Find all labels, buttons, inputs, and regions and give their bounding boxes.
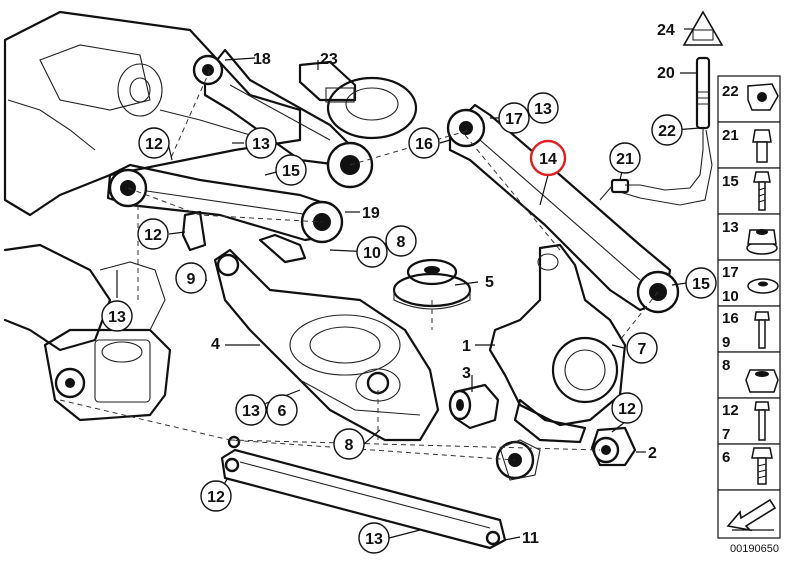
callout-12-d: 12 [200, 480, 232, 512]
callout-20: 20 [657, 65, 675, 82]
callout-5: 5 [485, 274, 494, 291]
hex-bolt-icon [752, 129, 772, 163]
spring-mount-5 [392, 258, 472, 310]
callout-4: 4 [211, 336, 220, 353]
callout-8-a: 8 [385, 225, 417, 257]
callout-2: 2 [648, 445, 657, 462]
svg-text:21: 21 [616, 151, 634, 168]
svg-text:12: 12 [207, 489, 225, 506]
callout-3: 3 [462, 365, 471, 382]
callout-13-a: 13 [245, 127, 277, 159]
legend-label-17: 17 [722, 264, 739, 281]
rubber-mount-lower [495, 439, 541, 481]
svg-text:12: 12 [144, 227, 162, 244]
legend-label-7: 7 [722, 426, 730, 443]
callout-24: 24 [657, 22, 675, 39]
lower-wishbone-4 [213, 233, 440, 442]
top-mount-cap [298, 60, 418, 140]
legend-label-9: 9 [722, 334, 730, 351]
rear-subframe [3, 10, 302, 422]
callout-13-d: 13 [235, 394, 267, 426]
callout-17: 17 [498, 102, 530, 134]
legend-label-16: 16 [722, 310, 739, 327]
svg-text:8: 8 [345, 437, 354, 454]
svg-text:6: 6 [722, 449, 730, 466]
callout-12-c: 12 [611, 392, 643, 424]
svg-text:13: 13 [242, 403, 260, 420]
callout-7: 7 [626, 332, 658, 364]
callout-1: 1 [462, 338, 471, 355]
svg-text:17: 17 [505, 111, 523, 128]
legend-cell-15 [717, 167, 781, 215]
callout-12-b: 12 [137, 218, 169, 250]
hex-nut-icon [745, 369, 779, 393]
svg-text:15: 15 [722, 173, 739, 190]
callout-19: 19 [362, 205, 380, 222]
svg-text:22: 22 [722, 83, 739, 100]
callout-22: 22 [651, 114, 683, 146]
svg-text:21: 21 [722, 127, 739, 144]
callout-15-a: 15 [275, 154, 307, 186]
rubber-mount-3 [448, 383, 500, 430]
callouts: 18 23 24 20 12 13 15 19 12 10 8 9 13 4 5… [101, 10, 724, 554]
svg-text:15: 15 [282, 163, 300, 180]
svg-text:6: 6 [278, 403, 287, 420]
svg-text:16: 16 [415, 136, 433, 153]
callout-21: 21 [609, 142, 641, 174]
torx-bolt-icon [751, 447, 773, 485]
callout-13-b: 13 [101, 300, 133, 332]
svg-text:13: 13 [108, 309, 126, 326]
arrow-icon [726, 498, 777, 532]
height-sensor-assembly [599, 56, 713, 206]
document-id: 00190650 [730, 543, 779, 555]
callout-13-c: 13 [527, 92, 559, 124]
svg-text:10: 10 [363, 245, 381, 262]
svg-text:15: 15 [692, 276, 710, 293]
svg-text:14: 14 [539, 151, 557, 168]
callout-18: 18 [253, 51, 271, 68]
svg-text:13: 13 [722, 219, 739, 236]
svg-text:22: 22 [658, 123, 676, 140]
wheel-carrier-1 [488, 243, 627, 444]
flange-nut-icon [746, 229, 778, 255]
callout-11: 11 [522, 530, 539, 547]
fastener-legend: 22 21 15 13 17 10 16 9 [717, 75, 781, 539]
legend-label-10: 10 [722, 288, 739, 305]
rubber-mount-2 [590, 426, 637, 467]
washer-icon [747, 278, 779, 294]
flange-bolt-icon [753, 171, 771, 211]
callout-6: 6 [266, 394, 298, 426]
svg-text:8: 8 [722, 357, 730, 374]
svg-text:13: 13 [534, 101, 552, 118]
callout-24-badge: 24 [657, 10, 724, 46]
callout-13-e: 13 [358, 522, 390, 554]
callout-10: 10 [356, 236, 388, 268]
svg-text:7: 7 [638, 341, 647, 358]
long-bolt-icon [754, 401, 770, 441]
svg-text:9: 9 [187, 271, 196, 288]
callout-8-b: 8 [333, 428, 365, 460]
legend-label-12: 12 [722, 402, 739, 419]
callout-14-highlighted: 14 [529, 139, 567, 177]
svg-text:8: 8 [397, 234, 406, 251]
callout-9: 9 [175, 262, 207, 294]
callout-12-a: 12 [138, 127, 170, 159]
callout-16: 16 [408, 127, 440, 159]
guide-arm-14 [446, 103, 680, 314]
svg-text:13: 13 [252, 136, 270, 153]
assembly-lines [59, 69, 659, 461]
callout-23: 23 [320, 51, 338, 68]
svg-text:12: 12 [618, 401, 636, 418]
callout-15-b: 15 [685, 267, 717, 299]
svg-text:13: 13 [365, 531, 383, 548]
svg-text:12: 12 [145, 136, 163, 153]
hex-head-bolt-icon [754, 311, 770, 349]
